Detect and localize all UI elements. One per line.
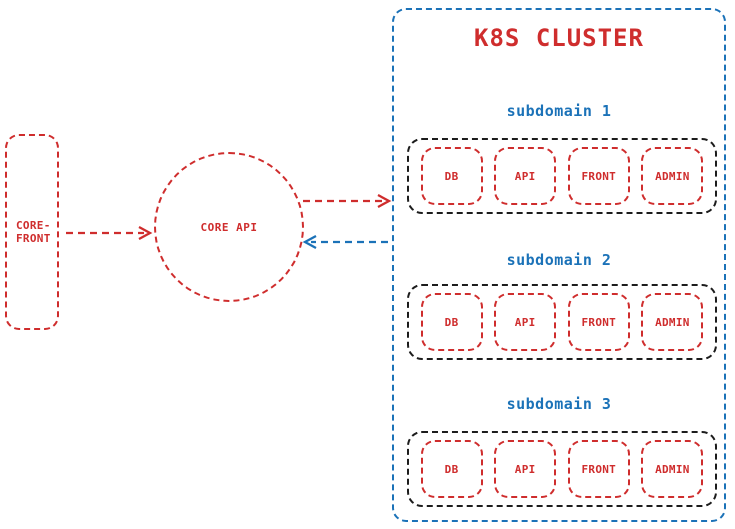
subdomain-2-group: DB API FRONT ADMIN	[407, 284, 717, 360]
subdomain-3-group: DB API FRONT ADMIN	[407, 431, 717, 507]
service-label: DB	[444, 315, 459, 329]
service-box-db: DB	[420, 293, 483, 351]
subdomain-1-group: DB API FRONT ADMIN	[407, 138, 717, 214]
core-front-label-line2: FRONT	[16, 232, 51, 245]
service-label: DB	[444, 169, 459, 183]
core-front-label-line1: CORE-	[16, 219, 51, 232]
arrow-core-front-to-core-api-head-icon	[138, 225, 153, 241]
service-label: FRONT	[581, 315, 617, 329]
service-box-front: FRONT	[567, 147, 630, 205]
subdomain-1-label: subdomain 1	[506, 102, 612, 120]
service-box-db: DB	[420, 147, 483, 205]
service-label: FRONT	[581, 169, 617, 183]
subdomain-3-label: subdomain 3	[506, 395, 612, 413]
subdomain-2-label: subdomain 2	[506, 251, 612, 269]
service-box-db: DB	[420, 440, 483, 498]
service-label: ADMIN	[655, 315, 690, 329]
core-front-node: CORE- FRONT	[5, 134, 59, 330]
arrow-cluster-to-core-api-head-icon	[302, 234, 317, 250]
service-label: FRONT	[581, 462, 617, 476]
service-box-api: API	[494, 440, 557, 498]
service-box-api: API	[494, 147, 557, 205]
cluster-title: K8S CLUSTER	[474, 24, 644, 52]
service-box-admin: ADMIN	[641, 293, 704, 351]
arrow-core-api-to-cluster-head-icon	[377, 193, 392, 209]
service-label: ADMIN	[655, 462, 690, 476]
service-label: API	[514, 462, 536, 476]
service-label: ADMIN	[655, 169, 690, 183]
service-box-api: API	[494, 293, 557, 351]
service-label: API	[514, 315, 536, 329]
service-box-admin: ADMIN	[641, 440, 704, 498]
k8s-cluster-container: K8S CLUSTER subdomain 1 DB API FRONT ADM…	[392, 8, 726, 522]
service-box-admin: ADMIN	[641, 147, 704, 205]
core-api-node: CORE API	[154, 152, 304, 302]
service-label: DB	[444, 462, 459, 476]
core-api-label: CORE API	[200, 220, 258, 234]
service-label: API	[514, 169, 536, 183]
service-box-front: FRONT	[567, 293, 630, 351]
service-box-front: FRONT	[567, 440, 630, 498]
